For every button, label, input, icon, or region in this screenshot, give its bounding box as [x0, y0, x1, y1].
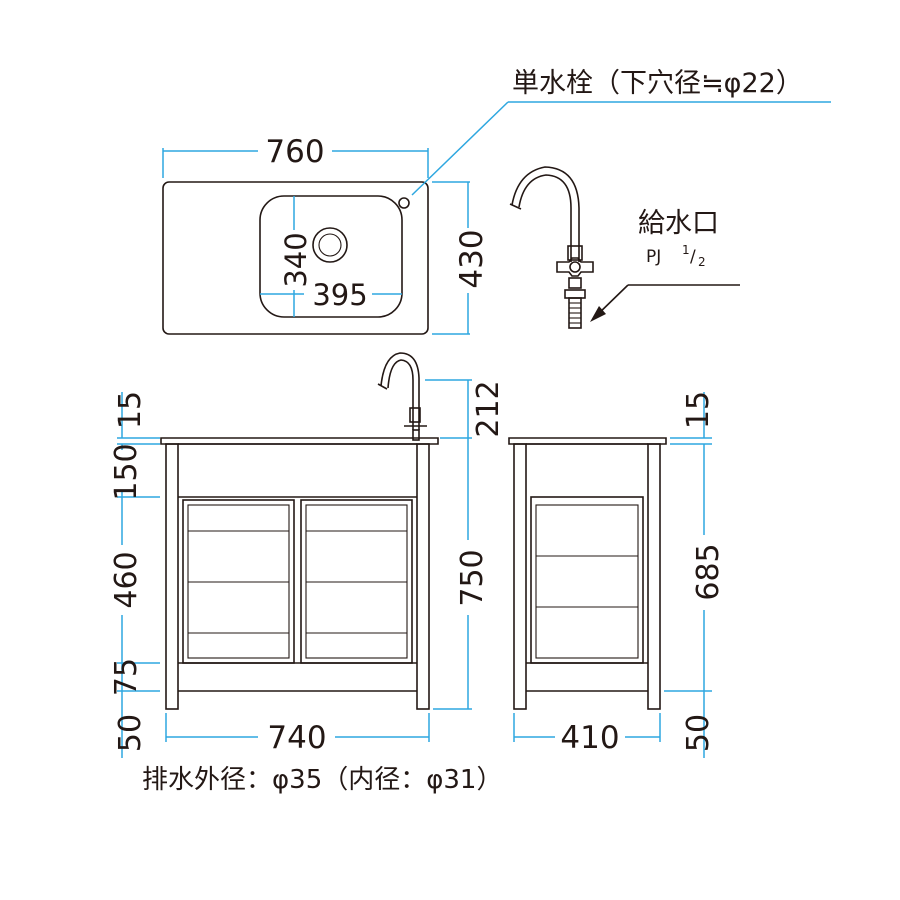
water-inlet-arrow	[590, 284, 740, 322]
dim-395-label: 395	[312, 278, 367, 312]
countertop-outline	[162, 181, 429, 335]
dim-150-label: 150	[109, 443, 144, 500]
pj-slash: /	[690, 247, 696, 267]
front-view	[160, 352, 439, 710]
front-right-dims	[425, 379, 472, 710]
dim-50-front-label: 50	[113, 714, 148, 752]
dim-212-label: 212	[471, 380, 506, 437]
dim-740	[165, 713, 430, 742]
dim-740-label: 740	[267, 720, 326, 756]
dim-750-label: 750	[455, 549, 490, 606]
dim-430-label: 430	[454, 229, 490, 288]
front-left-dims	[117, 392, 160, 758]
faucet-hole-leader	[411, 101, 831, 196]
faucet-hole	[398, 197, 410, 209]
drain-hole-inner	[318, 233, 342, 257]
side-right-dims	[664, 392, 712, 758]
dim-685-label: 685	[691, 543, 726, 600]
faucet-hole-label: 単水栓（下穴径≒φ22）	[512, 68, 803, 99]
dim-430	[432, 181, 470, 335]
pj-denominator: 2	[698, 255, 706, 269]
dim-50-side-label: 50	[681, 714, 716, 752]
drain-hole	[312, 227, 348, 263]
dim-15-front-label: 15	[113, 391, 148, 429]
faucet-detail	[509, 166, 594, 329]
dim-bowl	[260, 196, 402, 317]
dim-410-label: 410	[560, 720, 619, 756]
pj-label: PJ	[646, 247, 661, 267]
drain-spec-label: 排水外径：φ35（内径：φ31）	[142, 765, 502, 795]
dim-75-label: 75	[109, 658, 144, 696]
water-inlet-label: 給水口	[638, 208, 719, 239]
sink-bowl	[259, 195, 403, 318]
dim-410	[513, 713, 661, 742]
top-view	[162, 181, 429, 335]
side-view	[508, 437, 667, 710]
dim-460-label: 460	[109, 551, 144, 608]
dim-760-label: 760	[265, 134, 324, 170]
pj-numerator: 1	[682, 243, 690, 257]
dim-15-side-label: 15	[681, 391, 716, 429]
dim-340-label: 340	[279, 232, 313, 287]
dim-760	[162, 148, 429, 178]
